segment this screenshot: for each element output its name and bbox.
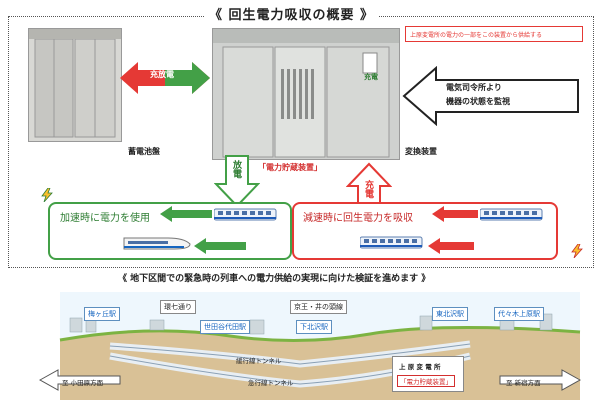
tunnel-local-label: 緩行線トンネル (236, 357, 282, 365)
accel-label: 加速時に電力を使用 (60, 213, 150, 224)
converter-tag: 充電 (364, 73, 378, 81)
station-yoyogiuehara: 代々木上原駅 (494, 307, 544, 321)
station-umegaoka: 梅ヶ丘駅 (84, 307, 120, 321)
converter-photo (212, 28, 400, 160)
substation-name: 上 原 変 電 所 (399, 363, 441, 371)
monitor-arrow (402, 66, 579, 126)
battery-cabinet-image (29, 29, 121, 141)
accel-arrow (194, 238, 246, 254)
station-higashikitazawa: 東北沢駅 (432, 307, 468, 321)
monitor-text-1: 電気司令所より (446, 83, 502, 92)
station-shimokitazawa: 下北沢駅 (296, 320, 332, 334)
train-icon (480, 208, 543, 221)
discharge-label: 放電 (231, 160, 241, 178)
label-keio-inokashira: 京王・井の頭線 (290, 300, 347, 314)
note-box: 上原変電所の電力の一部をこの装置から供給する (405, 26, 583, 42)
bottom-title: 《 地下区間での緊急時の列車への電力供給の実現に向けた検証を進めます 》 (118, 274, 431, 284)
battery-label: 蓄電池盤 (128, 147, 160, 156)
decel-arrow (432, 206, 478, 222)
charge-label: 充電 (363, 180, 373, 198)
converter-cabinet-image (213, 29, 399, 159)
monitor-text-2: 機器の状態を監視 (446, 97, 510, 106)
converter-label: 変換装置 (405, 147, 437, 156)
exchange-label: 充放電 (150, 70, 174, 79)
charge-discharge-double-arrow (120, 62, 210, 94)
lightning-icon (571, 244, 583, 258)
label-kannana: 環七通り (160, 300, 196, 314)
substation-box: 上 原 変 電 所 「電力貯蔵装置」 (392, 356, 464, 392)
train-icon (214, 208, 277, 221)
accel-arrow (160, 206, 212, 222)
overview-title: 《 回生電力吸収の概要 》 (205, 4, 379, 23)
direction-shinjuku: 至 新宿方面 (506, 379, 541, 387)
note-text: 上原変電所の電力の一部をこの装置から供給する (410, 32, 543, 39)
discharge-arrow (214, 155, 260, 208)
decel-arrow (428, 238, 474, 254)
direction-odawara: 至 小田原方面 (62, 379, 104, 387)
train-icon (360, 236, 423, 249)
decel-label: 減速時に回生電力を吸収 (303, 213, 413, 224)
tunnel-express-label: 急行線トンネル (248, 379, 294, 387)
station-setagaya-daita: 世田谷代田駅 (200, 320, 250, 334)
lightning-icon (41, 188, 53, 202)
battery-panel-photo (28, 28, 122, 142)
storage-device-label: 「電力貯蔵装置」 (258, 163, 322, 172)
express-train-icon (123, 237, 191, 250)
substation-device: 「電力貯蔵装置」 (397, 375, 455, 387)
